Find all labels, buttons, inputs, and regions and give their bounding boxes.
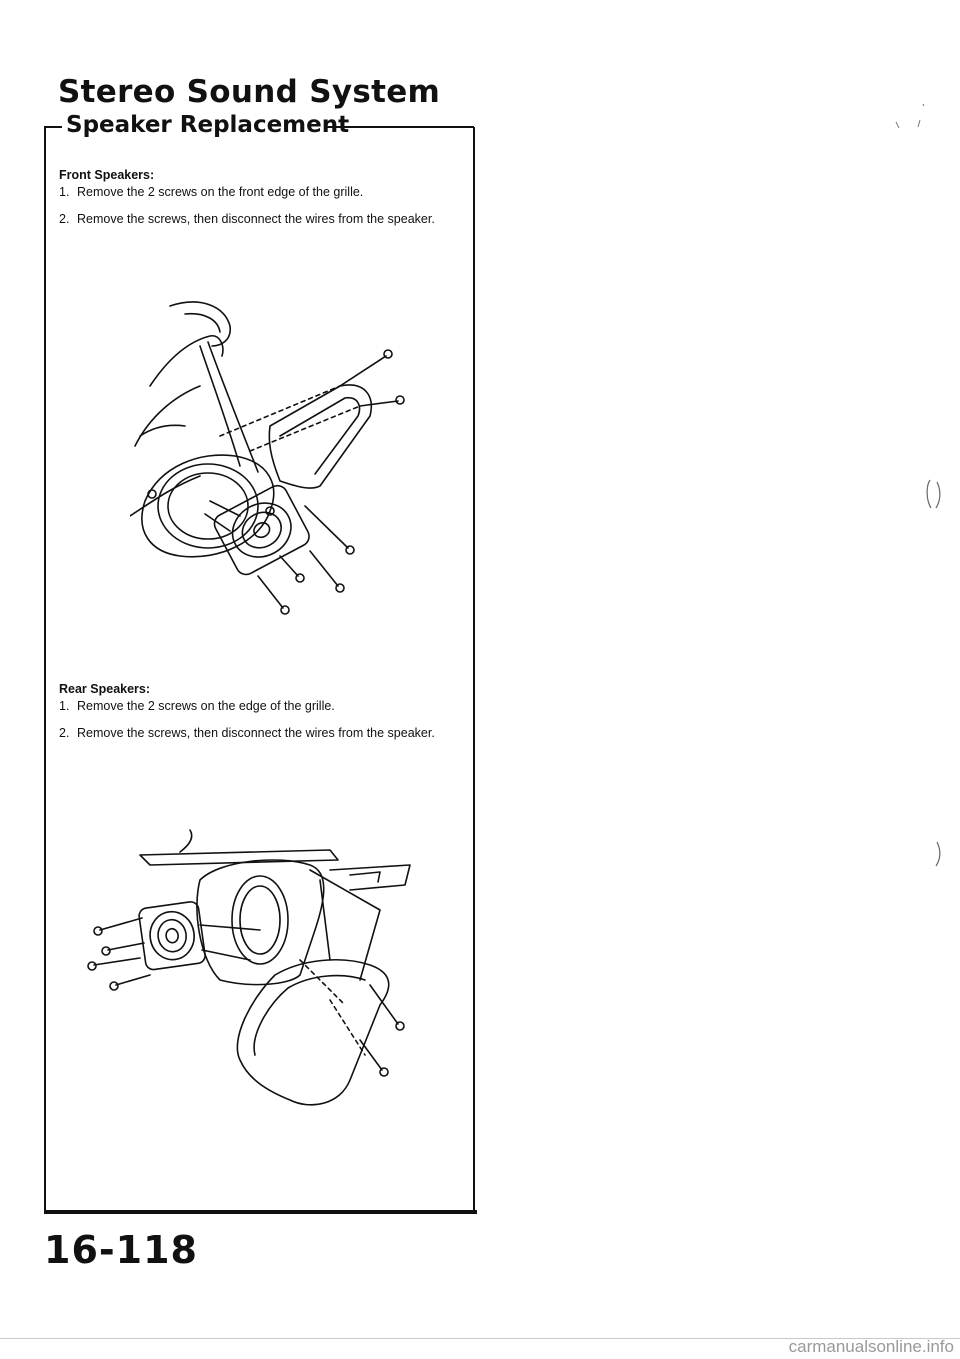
rear-speaker-illustration bbox=[87, 829, 411, 1106]
step-number: 2. bbox=[59, 726, 70, 740]
scan-artifact bbox=[895, 103, 925, 129]
watermark-text[interactable]: carmanualsonline.info bbox=[788, 1337, 954, 1356]
scan-artifact bbox=[926, 479, 941, 509]
front-step-2: 2. Remove the screws, then disconnect th… bbox=[59, 212, 461, 227]
section-rule-left bbox=[44, 126, 62, 128]
step-text: Remove the 2 screws on the front edge of… bbox=[77, 185, 364, 199]
scan-artifact bbox=[935, 841, 941, 867]
rear-speakers-section: Rear Speakers: 1. Remove the 2 screws on… bbox=[59, 682, 461, 741]
rear-speakers-heading: Rear Speakers: bbox=[59, 682, 151, 696]
step-text: Remove the screws, then disconnect the w… bbox=[77, 212, 435, 226]
step-number: 1. bbox=[59, 185, 70, 199]
front-speaker-illustration bbox=[130, 301, 405, 615]
rear-step-1: 1. Remove the 2 screws on the edge of th… bbox=[59, 699, 461, 714]
step-text: Remove the 2 screws on the edge of the g… bbox=[77, 699, 335, 713]
front-speakers-heading: Front Speakers: bbox=[59, 168, 155, 182]
page-title: Stereo Sound System bbox=[58, 74, 441, 110]
step-number: 1. bbox=[59, 699, 70, 713]
step-number: 2. bbox=[59, 212, 70, 226]
front-speakers-section: Front Speakers: 1. Remove the 2 screws o… bbox=[59, 168, 461, 227]
page-number: 16-118 bbox=[44, 1228, 198, 1272]
section-title: Speaker Replacement bbox=[66, 112, 350, 138]
rear-step-2: 2. Remove the screws, then disconnect th… bbox=[59, 726, 461, 741]
watermark-bar bbox=[0, 1338, 960, 1359]
step-text: Remove the screws, then disconnect the w… bbox=[77, 726, 435, 740]
section-rule-right bbox=[326, 126, 474, 128]
panel-bottom-rule bbox=[44, 1210, 477, 1214]
front-step-1: 1. Remove the 2 screws on the front edge… bbox=[59, 185, 461, 200]
